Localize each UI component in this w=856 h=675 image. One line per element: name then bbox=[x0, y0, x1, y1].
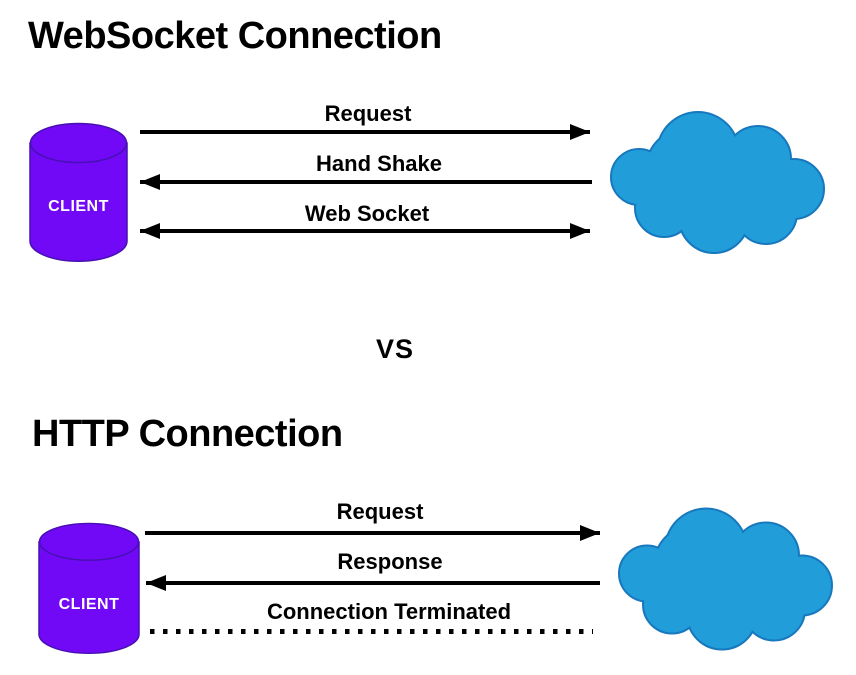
websocket-network-node bbox=[608, 111, 828, 256]
http-termination-dotted-line bbox=[150, 629, 593, 634]
websocket-handshake-label: Hand Shake bbox=[316, 151, 442, 176]
vs-divider-label: VS bbox=[375, 334, 415, 364]
arrowhead-left-icon bbox=[140, 223, 160, 239]
cloud-icon bbox=[610, 111, 825, 254]
arrowhead-right-icon bbox=[580, 525, 600, 541]
http-network-node bbox=[616, 507, 836, 653]
cloud-icon bbox=[618, 507, 833, 651]
http-client-label: CLIENT bbox=[58, 596, 120, 613]
http-client-node: CLIENT bbox=[38, 522, 140, 655]
database-cylinder-icon bbox=[38, 522, 140, 654]
websocket-client-node: CLIENT bbox=[29, 122, 128, 263]
websocket-section-title: WebSocket Connection bbox=[28, 15, 442, 57]
websocket-handshake-arrow bbox=[140, 174, 592, 190]
arrowhead-left-icon bbox=[140, 174, 160, 190]
websocket-request-label: Request bbox=[324, 101, 412, 126]
arrowhead-right-icon bbox=[570, 124, 590, 140]
http-request-arrow bbox=[145, 525, 600, 541]
http-request-label: Request bbox=[336, 499, 424, 524]
websocket-socket-label: Web Socket bbox=[304, 201, 430, 226]
http-response-label: Response bbox=[337, 549, 443, 574]
http-response-arrow bbox=[146, 575, 600, 591]
websocket-socket-arrow bbox=[140, 223, 590, 239]
websocket-request-arrow bbox=[140, 124, 590, 140]
database-cylinder-icon bbox=[29, 122, 128, 262]
websocket-client-label: CLIENT bbox=[48, 198, 109, 215]
http-termination-label: Connection Terminated bbox=[266, 599, 512, 624]
arrowhead-left-icon bbox=[146, 575, 166, 591]
http-section-title: HTTP Connection bbox=[32, 413, 343, 455]
arrowhead-right-icon bbox=[570, 223, 590, 239]
